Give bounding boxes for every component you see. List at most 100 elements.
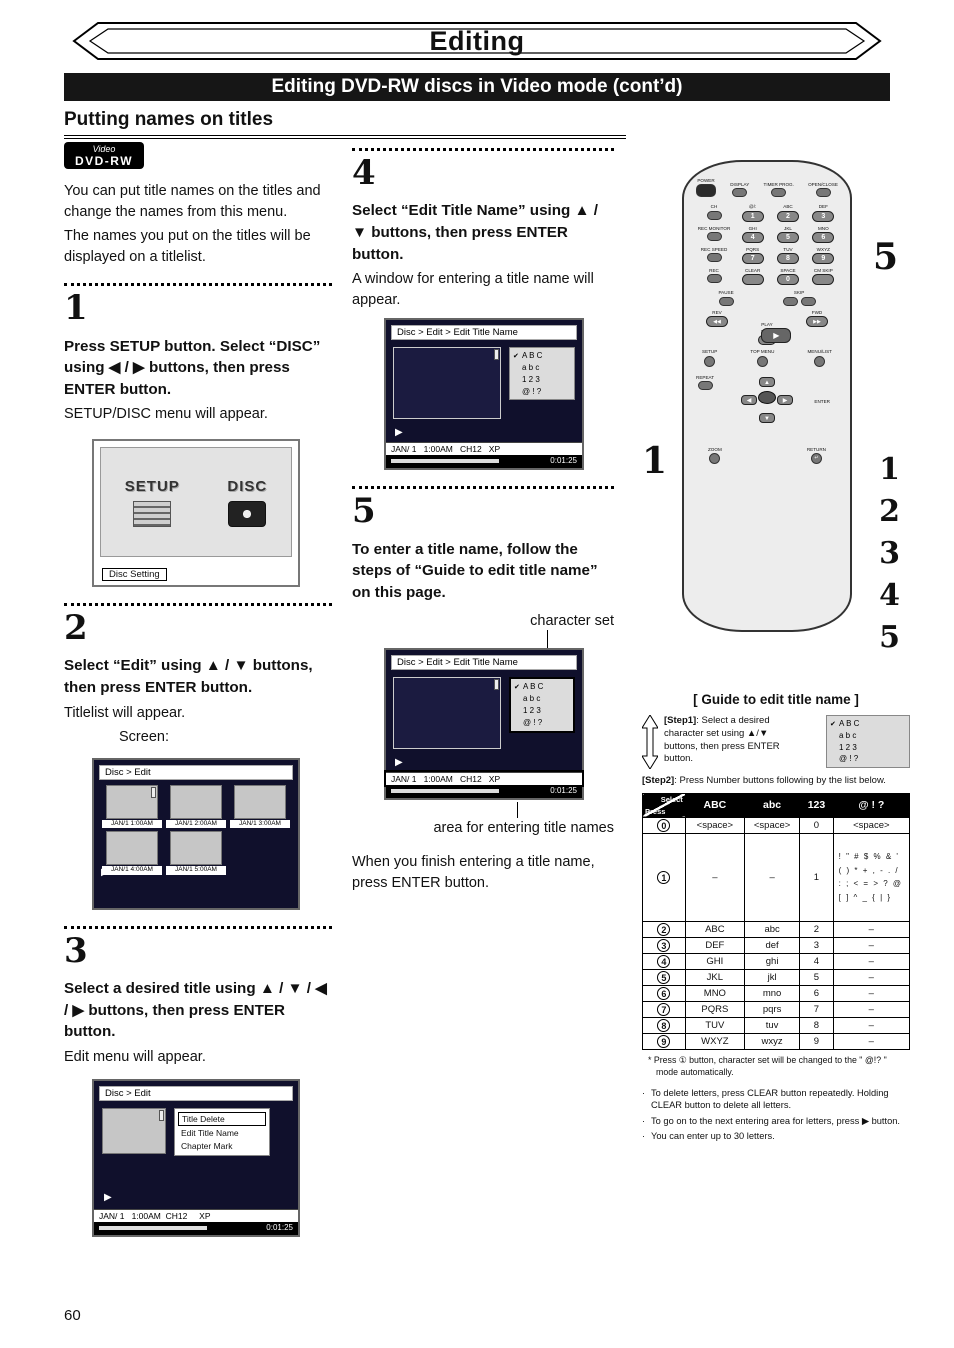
- check-spacer: [830, 732, 839, 742]
- guide-table-cell: ! " # $ % & ' ( ) * + , - . / : ; < = > …: [832, 832, 911, 922]
- remote-button-label: PAUSE: [718, 290, 734, 296]
- badge-dvdrw-text: DVD-RW: [74, 154, 134, 168]
- remote-button-label: PLAY: [761, 321, 773, 327]
- guide-table-cell: <space>: [684, 816, 745, 834]
- check-icon: ✔: [514, 684, 520, 692]
- guide-table-cell: –: [832, 936, 911, 954]
- step-1-instruction: Press SETUP button. Select “DISC” using …: [64, 337, 321, 398]
- disc-label: DISC: [227, 477, 268, 495]
- remote-button-label: DISPLAY: [730, 182, 750, 187]
- title-thumbnail-image: [234, 784, 286, 819]
- title-thumbnail-image: [170, 784, 222, 819]
- enter-button-icon: [758, 390, 776, 404]
- number-key-7: 7: [657, 1002, 671, 1016]
- elapsed-time: 0:01:25: [550, 786, 577, 796]
- guide-table-cell: –: [832, 1000, 911, 1018]
- edit-menu-item-title-delete: Title Delete: [178, 1112, 266, 1127]
- check-spacer: [513, 364, 522, 374]
- charset-text: a b c: [839, 730, 857, 740]
- guide-table-cell: –: [832, 984, 911, 1002]
- remote-button-skip: SKIP: [782, 290, 816, 306]
- column-header: abc: [743, 792, 801, 818]
- remote-button-return: RETURN ↵: [807, 447, 826, 464]
- elapsed-time: 0:01:25: [266, 1223, 293, 1233]
- number-key-button: 4: [741, 231, 764, 243]
- recording-info-bar-highlighted: JAN/ 1 1:00AM CH12 XP: [384, 770, 584, 788]
- play-button-icon: ▶: [761, 327, 792, 343]
- check-icon: ✔: [830, 721, 836, 728]
- remote-button-label: TIMER PROG.: [763, 182, 794, 187]
- disc-icon: [228, 500, 267, 527]
- charset-text: 1 2 3: [522, 374, 540, 384]
- remote-button-ch: CH: [694, 204, 734, 221]
- title-thumbnail: JAN/1 2:00AM: [166, 784, 226, 829]
- remote-button-label: REC: [709, 268, 719, 274]
- setup-menu-item: SETUP: [125, 478, 180, 527]
- guide-table-cell: 2: [799, 920, 834, 938]
- scrollbar-icon: [159, 1110, 164, 1122]
- title-entry-area: [393, 677, 501, 750]
- title-thumbnail: JAN/1 3:00AM: [230, 784, 290, 829]
- edit-title-name-body: ✔A B C a b c 1 2 3 @ ! ?: [386, 675, 582, 751]
- note-text: To go on to the next entering area for l…: [651, 1115, 901, 1126]
- step-4-instruction: Select “Edit Title Name” using ▲ / ▼ but…: [352, 202, 598, 263]
- guide-table-cell: –: [832, 1016, 911, 1034]
- breadcrumb: Disc > Edit: [99, 764, 293, 780]
- guide-table-cell: def: [743, 936, 801, 954]
- remote-button-setup: SETUP: [702, 349, 718, 367]
- number-key-button: [741, 274, 764, 286]
- number-key-button: 7: [741, 253, 764, 265]
- progress-bar: 0:01:25: [386, 785, 582, 799]
- fast-forward-button-icon: ▶▶: [806, 315, 828, 327]
- remote-button-pause: PAUSE: [718, 290, 734, 306]
- guide-step-1-text: [Step1]: Select a desired character set …: [664, 715, 798, 766]
- remote-button-display: DISPLAY: [730, 182, 750, 198]
- page-header-ribbon: Editing: [68, 20, 886, 62]
- setup-disc-menu-screenshot: SETUP DISC Disc Setting: [92, 439, 300, 588]
- setup-button-icon: [704, 355, 716, 367]
- guide-to-edit-title-name: [ Guide to edit title name ] [Step1]: Se…: [642, 692, 911, 1143]
- guide-table-cell: 3: [799, 936, 834, 954]
- remote-menu-row: SETUP TOP MENU MENU/LIST: [694, 349, 840, 367]
- intro-paragraph-2: The names you put on the titles will be …: [64, 228, 311, 265]
- guide-table-cell: <space>: [743, 816, 801, 834]
- callout-number-5: 5: [872, 236, 898, 278]
- remote-button-open-close: OPEN/CLOSE: [808, 182, 838, 198]
- progress-bar: 0:01:25: [94, 1222, 298, 1236]
- remote-button-timer-prog: TIMER PROG.: [763, 182, 794, 198]
- progress-fill: [391, 789, 499, 794]
- remote-key-label: ABC: [783, 204, 793, 210]
- guide-table-cell: 6: [799, 984, 834, 1002]
- power-button-icon: [696, 184, 716, 198]
- guide-notes: ·To delete letters, press CLEAR button r…: [642, 1087, 910, 1143]
- title-thumbnail-label: JAN/1 1:00AM: [102, 819, 162, 829]
- check-spacer: [830, 755, 839, 765]
- remote-button-label: SETUP: [702, 349, 718, 355]
- left-column: Video DVD-RW You can put title names on …: [64, 142, 332, 1238]
- title-thumbnail-image: [106, 784, 158, 819]
- remote-button-label: POWER: [697, 178, 715, 183]
- dotted-divider: [352, 486, 614, 490]
- number-key-8: 8: [657, 1018, 671, 1032]
- charset-text: A B C: [523, 682, 544, 692]
- corner-press-label: Press: [645, 806, 666, 816]
- edit-title-name-screenshot-annotated: Disc > Edit > Edit Title Name ✔A B C a b…: [384, 648, 584, 801]
- charset-row: @ ! ?: [830, 753, 906, 765]
- remote-key-label: MNO: [817, 225, 829, 231]
- guide-table-cell: DEF: [684, 936, 745, 954]
- intro-paragraph-1: You can put title names on the titles an…: [64, 183, 321, 220]
- step-number-3: 3: [64, 930, 88, 971]
- remote-key-label: PQRS: [746, 246, 760, 252]
- breadcrumb: Disc > Edit > Edit Title Name: [391, 325, 577, 341]
- setup-disc-menu-body: SETUP DISC: [100, 447, 292, 558]
- column-header: @ ! ?: [832, 792, 911, 818]
- dotted-divider: [64, 603, 332, 607]
- check-spacer: [513, 388, 522, 398]
- guide-table-cell: <space>: [832, 816, 911, 834]
- step-3-result: Edit menu will appear.: [64, 1048, 206, 1065]
